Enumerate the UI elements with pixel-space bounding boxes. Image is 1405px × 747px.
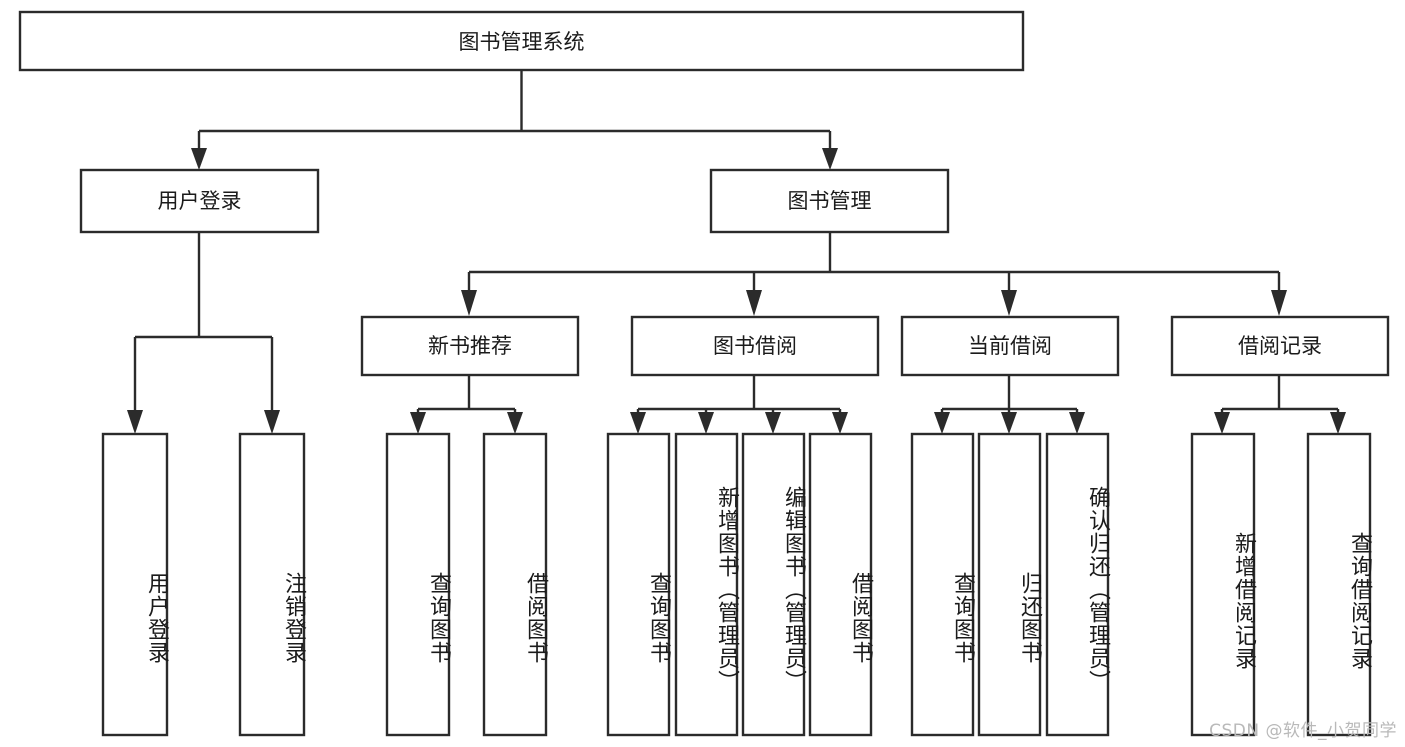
leaf-box-bb-add-book <box>674 432 739 737</box>
connector-newbook-to-leaves <box>410 375 523 434</box>
connector-currentborrow-to-leaves <box>934 375 1085 434</box>
connector-bookborrow-to-leaves <box>630 375 848 434</box>
leaf-boxes <box>101 432 1372 737</box>
leaf-label-br-query-record: 查询借阅记录 <box>1347 531 1372 670</box>
leaf-label-cb-confirm-return: 确认归还（管理员） <box>1085 485 1110 693</box>
leaf-box-br-query-record <box>1306 432 1372 737</box>
leaf-label-cb-return-book: 归还图书 <box>1017 571 1042 664</box>
node-new-book-recommend-label: 新书推荐 <box>428 334 512 358</box>
leaf-label-user-login: 用户登录 <box>144 571 169 664</box>
leaf-box-cb-query-book <box>910 432 975 737</box>
leaf-label-cb-query-book: 查询图书 <box>950 571 975 664</box>
leaf-label-bb-edit-book: 编辑图书（管理员） <box>781 485 806 693</box>
leaf-label-bb-borrow-book: 借阅图书 <box>848 571 873 664</box>
node-user-login[interactable]: 用户登录 <box>79 168 320 234</box>
leaf-box-bb-query-book <box>606 432 671 737</box>
node-new-book-recommend[interactable]: 新书推荐 <box>360 315 580 377</box>
leaf-label-nb-query-book: 查询图书 <box>426 571 451 664</box>
node-book-management[interactable]: 图书管理 <box>709 168 950 234</box>
node-borrow-record-label: 借阅记录 <box>1238 334 1322 358</box>
leaf-box-cb-confirm-return <box>1045 432 1110 737</box>
node-current-borrow[interactable]: 当前借阅 <box>900 315 1120 377</box>
node-current-borrow-label: 当前借阅 <box>968 334 1052 358</box>
node-root[interactable]: 图书管理系统 <box>18 10 1025 72</box>
leaf-box-nb-query-book <box>385 432 451 737</box>
connector-bookmgmt-to-level3 <box>461 232 1287 316</box>
connector-userlogin-to-leaves <box>127 232 280 434</box>
node-user-login-label: 用户登录 <box>158 189 242 213</box>
leaf-box-logout <box>238 432 306 737</box>
leaf-label-br-add-record: 新增借阅记录 <box>1231 531 1256 670</box>
node-book-borrow[interactable]: 图书借阅 <box>630 315 880 377</box>
leaf-box-nb-borrow-book <box>482 432 548 737</box>
watermark-text: CSDN @软件_小贺同学 <box>1209 721 1397 741</box>
leaf-label-nb-borrow-book: 借阅图书 <box>523 571 548 664</box>
leaf-label-bb-query-book: 查询图书 <box>646 571 671 664</box>
leaf-box-cb-return-book <box>977 432 1042 737</box>
leaf-box-bb-edit-book <box>741 432 806 737</box>
leaf-box-bb-borrow-book <box>808 432 873 737</box>
leaf-label-bb-add-book: 新增图书（管理员） <box>714 485 739 693</box>
node-book-management-label: 图书管理 <box>788 189 872 213</box>
connector-borrowrecord-to-leaves <box>1214 375 1346 434</box>
node-root-label: 图书管理系统 <box>459 30 585 54</box>
connector-root-to-level2 <box>191 70 838 170</box>
leaf-box-user-login <box>101 432 169 737</box>
leaf-box-br-add-record <box>1190 432 1256 737</box>
node-borrow-record[interactable]: 借阅记录 <box>1170 315 1390 377</box>
node-book-borrow-label: 图书借阅 <box>713 334 797 358</box>
leaf-label-logout: 注销登录 <box>281 571 306 664</box>
